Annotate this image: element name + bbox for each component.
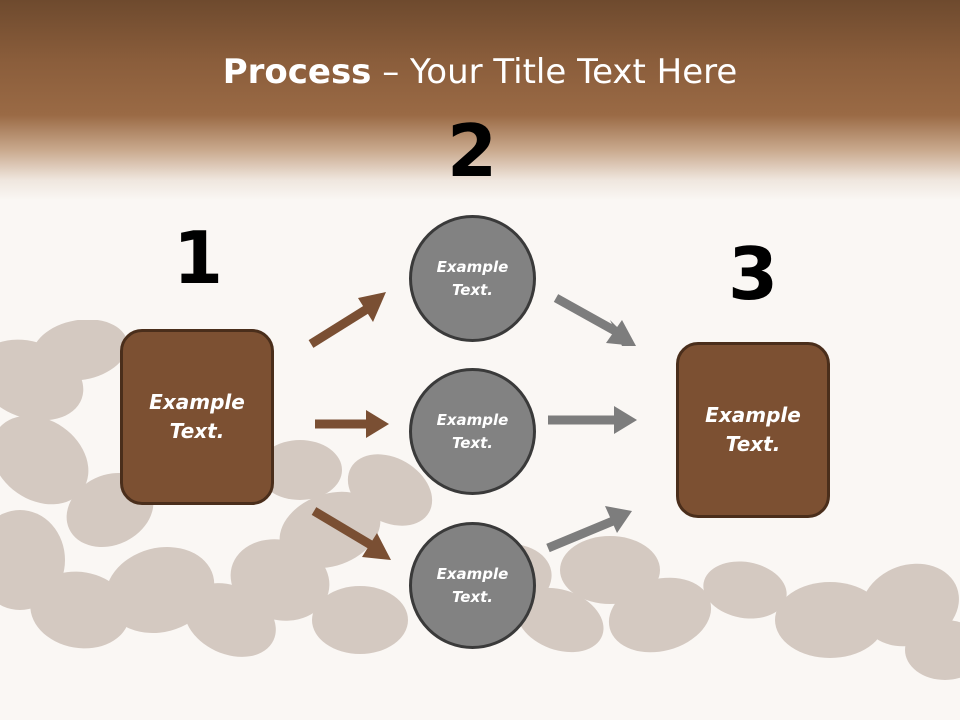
arrowhead-middle-end [614,406,637,434]
title-bold: Process [222,52,372,92]
arrowhead-start-middle [366,410,389,438]
arrowhead-bottom-end [605,506,632,533]
title-rest: – Your Title Text Here [371,52,738,92]
arrow-start-to-top [308,305,370,348]
coffee-beans-background [0,320,960,680]
circle-middle-label: Example Text. [436,410,509,452]
circle-top-label: Example Text. [436,257,509,299]
circle-bottom-label: Example Text. [436,564,509,606]
step-number-2: 2 [446,109,498,193]
box-end-label: Example Text. [705,403,801,456]
arrow-top-to-end [553,294,620,336]
process-circle-middle: Example Text. [409,368,536,495]
slide-title: Process – Your Title Text Here [0,52,960,92]
process-box-end: Example Text. [676,342,830,518]
process-circle-top: Example Text. [409,215,536,342]
arrowhead-top-end [606,320,636,346]
box-start-label: Example Text. [149,390,245,443]
step-number-1: 1 [172,216,224,300]
process-circle-bottom: Example Text. [409,522,536,649]
process-box-start: Example Text. [120,329,274,505]
arrowhead-start-bottom [362,533,391,560]
step-number-3: 3 [727,232,779,316]
arrowhead-start-top [358,292,386,322]
arrow-start-to-bottom [311,507,374,549]
header-gradient [0,0,960,200]
arrow-bottom-to-end [546,516,615,553]
